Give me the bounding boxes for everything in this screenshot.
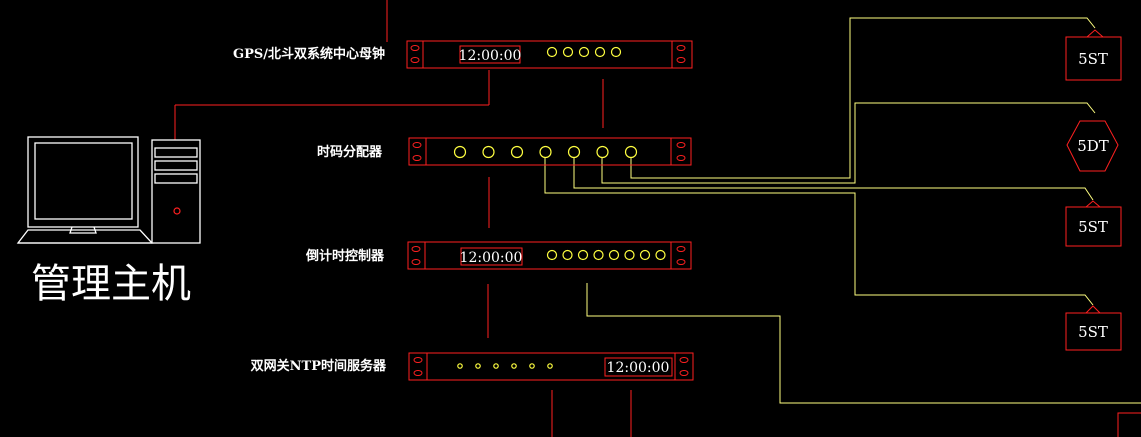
node-4-notch: [1085, 305, 1101, 314]
ntp-server-display: [604, 357, 673, 377]
master-clock-ports: [546, 46, 622, 58]
countdown-port-1: [546, 249, 558, 261]
node-1-label: 5ST: [1078, 50, 1108, 68]
distributor-port-5: [567, 145, 581, 159]
node-3[interactable]: 5ST: [1065, 200, 1122, 247]
master-clock-label: GPS/北斗双系统中心母钟: [233, 46, 385, 62]
power-led-icon: [173, 207, 181, 215]
node-3-label: 5ST: [1078, 218, 1108, 236]
distributor-device[interactable]: 时码分配器: [317, 137, 692, 166]
distributor-port-4: [539, 145, 552, 159]
master-clock-screws: [410, 45, 686, 63]
master-clock-port-2: [562, 46, 574, 58]
node-1[interactable]: 5ST: [1065, 29, 1122, 81]
tower-case: [151, 139, 201, 244]
ntp-server-port-2: [475, 363, 481, 369]
distributor-port-2: [482, 145, 495, 159]
partial-node-frame: [1117, 412, 1141, 437]
monitor-screen: [34, 142, 133, 220]
wire-node-2: [601, 102, 1096, 184]
countdown-port-4: [593, 249, 604, 261]
distributor-port-3: [510, 145, 524, 159]
countdown-ports: [546, 249, 666, 261]
countdown-screws: [411, 246, 686, 265]
distributor-port-7: [624, 145, 638, 159]
node-2[interactable]: 5DT: [1066, 120, 1119, 172]
countdown-port-3: [577, 249, 589, 261]
host-label: 管理主机: [31, 261, 191, 307]
distributor-screws: [412, 142, 686, 161]
drive-bay-1: [154, 147, 198, 158]
ntp-server-port-1: [457, 363, 463, 369]
node-1-frame: [1065, 36, 1122, 81]
node-2-frame: [1066, 120, 1119, 172]
distributor-ports: [453, 145, 638, 159]
ntp-server-port-5: [529, 363, 535, 369]
ntp-server-time: 12:00:00: [607, 360, 670, 376]
computer-icon[interactable]: [16, 136, 201, 244]
master-clock-display: [459, 45, 521, 64]
wire-countdown-out: [586, 283, 1141, 404]
drive-bay-3: [154, 173, 198, 184]
master-clock-time: 12:00:00: [459, 48, 522, 64]
countdown-label: 倒计时控制器: [305, 248, 385, 264]
distributor-label: 时码分配器: [317, 144, 383, 160]
ntp-server-port-4: [511, 363, 517, 369]
monitor-outer: [27, 136, 139, 228]
distributor-port-6: [596, 145, 609, 159]
node-3-notch: [1085, 200, 1101, 208]
ntp-server-device[interactable]: 双网关NTP时间服务器 12:00:00: [251, 352, 694, 381]
countdown-display: [460, 247, 523, 266]
distributor-port-1: [453, 145, 467, 159]
countdown-time: 12:00:00: [460, 250, 523, 266]
countdown-port-8: [655, 249, 666, 261]
node-4[interactable]: 5ST: [1065, 305, 1122, 351]
ntp-server-screws: [413, 357, 689, 376]
ntp-server-ports: [457, 363, 553, 369]
drive-bay-2: [154, 160, 198, 171]
wire-node-1: [630, 17, 1096, 179]
master-clock-device[interactable]: GPS/北斗双系统中心母钟 12:00:00: [233, 40, 693, 69]
ntp-server-label: 双网关NTP时间服务器: [251, 358, 387, 374]
node-3-frame: [1065, 206, 1122, 247]
wire-node-3: [573, 158, 1094, 201]
countdown-device[interactable]: 倒计时控制器 12:00:00: [305, 241, 692, 270]
ntp-server-port-6: [547, 363, 553, 369]
countdown-port-7: [639, 249, 651, 261]
node-4-label: 5ST: [1078, 323, 1108, 341]
countdown-frame: [407, 241, 692, 270]
master-clock-port-5: [610, 46, 622, 58]
node-2-label: 5DT: [1077, 137, 1109, 155]
countdown-port-2: [562, 249, 573, 261]
master-clock-port-1: [546, 46, 558, 58]
distributor-frame: [408, 137, 692, 166]
wire-node-4: [544, 158, 1094, 306]
node-1-notch: [1086, 29, 1104, 38]
master-clock-port-3: [578, 46, 590, 58]
countdown-port-6: [624, 249, 635, 261]
master-clock-frame: [406, 40, 693, 69]
master-clock-port-4: [594, 46, 606, 58]
ntp-server-port-3: [493, 363, 499, 369]
ntp-server-frame: [408, 352, 694, 381]
node-4-frame: [1065, 312, 1122, 351]
countdown-port-5: [608, 249, 620, 261]
keyboard: [16, 229, 154, 244]
